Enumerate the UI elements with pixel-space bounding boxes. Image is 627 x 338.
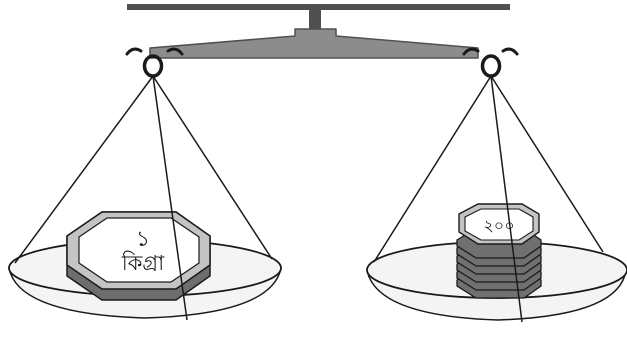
ceiling-bar: [127, 4, 510, 10]
kilogram-weight: ১ কিগ্রা: [67, 212, 210, 300]
balance-beam: [150, 29, 478, 58]
weight-number: ১: [136, 227, 150, 252]
top-support: [127, 4, 510, 30]
weight-unit: কিগ্রা: [121, 251, 165, 275]
coin-stack: ২০০: [457, 204, 541, 298]
support-post: [309, 10, 321, 30]
beam-body: [150, 29, 478, 58]
